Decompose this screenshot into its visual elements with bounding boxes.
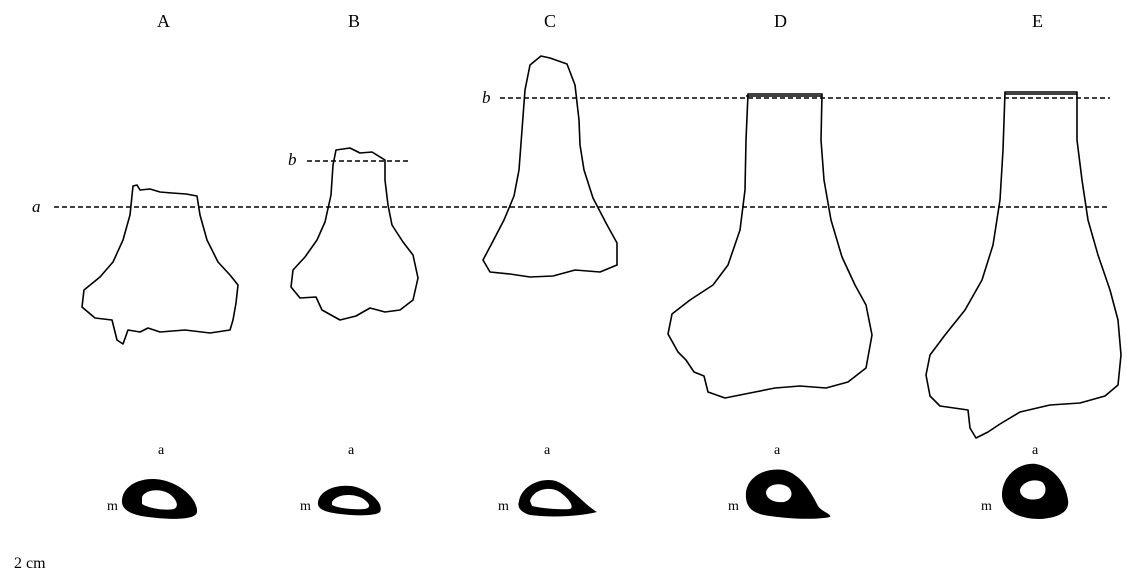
reference-line-b-label-long: b <box>482 88 491 107</box>
specimen-label-d: D <box>774 11 787 31</box>
reference-line-a-label: a <box>32 197 41 216</box>
bone-outline-c <box>482 55 618 278</box>
section-b-label-m: m <box>300 499 311 514</box>
section-b-label-a: a <box>348 443 355 458</box>
section-d-label-m: m <box>728 499 739 514</box>
specimen-label-b: B <box>348 11 360 31</box>
section-a-label-a: a <box>158 443 165 458</box>
bone-outline-e <box>925 91 1122 439</box>
cross-section-e <box>1002 463 1069 519</box>
bone-outline-d <box>667 93 873 399</box>
section-d-label-a: a <box>774 443 781 458</box>
reference-line-b-label-short: b <box>288 150 297 169</box>
section-c-label-a: a <box>544 443 551 458</box>
specimen-label-a: A <box>157 11 170 31</box>
bone-outline-a <box>81 184 239 345</box>
specimen-label-e: E <box>1032 11 1043 31</box>
scale-bar-label: 2 cm <box>14 555 46 572</box>
section-a-label-m: m <box>107 499 118 514</box>
section-e-label-a: a <box>1032 443 1039 458</box>
cross-section-d <box>745 469 831 519</box>
specimen-label-c: C <box>544 11 556 31</box>
section-c-label-m: m <box>498 499 509 514</box>
cross-section-a <box>121 479 198 519</box>
section-e-label-m: m <box>981 499 992 514</box>
cross-section-b <box>317 485 381 516</box>
bone-outline-b <box>290 147 419 321</box>
cross-section-c <box>518 479 597 517</box>
